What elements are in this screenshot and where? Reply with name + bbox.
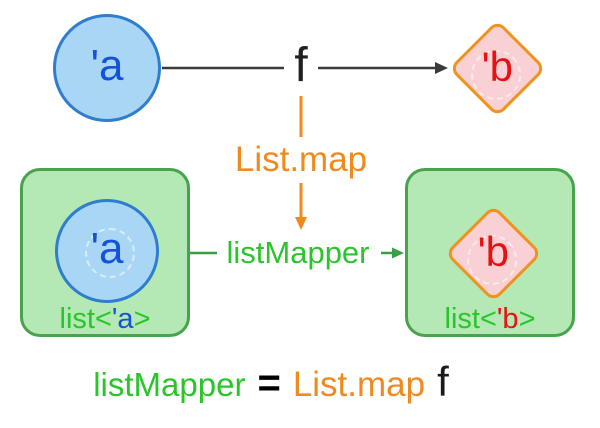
list-b-inner-label: 'b: [477, 227, 510, 275]
list-b-label-type: 'b: [496, 303, 519, 335]
type-a-circle: 'a: [53, 14, 161, 122]
function-f-label: f: [294, 39, 308, 92]
equation-equals: =: [257, 361, 281, 405]
arrowhead-listmap-down: [295, 217, 307, 230]
list-b-label-prefix: list<: [444, 303, 497, 335]
equation-function: List.map: [292, 365, 426, 404]
list-a-box: [20, 168, 190, 337]
equation: listMapper = List.map f: [0, 358, 542, 406]
list-a-box-label: list<'a>: [20, 303, 190, 336]
list-a-label-suffix: >: [133, 303, 151, 335]
list-a-inner-circle: 'a: [55, 199, 159, 303]
type-b-label: 'b: [481, 42, 514, 90]
selection-ghost: [85, 228, 135, 278]
equation-lhs: listMapper: [93, 366, 246, 403]
list-a-inner-label: 'a: [90, 224, 124, 273]
list-a-label-prefix: list<: [59, 303, 112, 335]
type-b-diamond: 'b: [448, 19, 547, 118]
list-mapper-label: listMapper: [226, 235, 370, 270]
equation-argument: f: [437, 358, 449, 405]
list-a-label-type: 'a: [111, 303, 134, 335]
arrowhead-f-to-b: [435, 62, 448, 74]
list-map-annotation: List.map: [234, 140, 368, 179]
list-b-box-label: list<'b>: [405, 303, 575, 336]
list-b-label-suffix: >: [518, 303, 536, 335]
type-a-label: 'a: [90, 41, 124, 90]
